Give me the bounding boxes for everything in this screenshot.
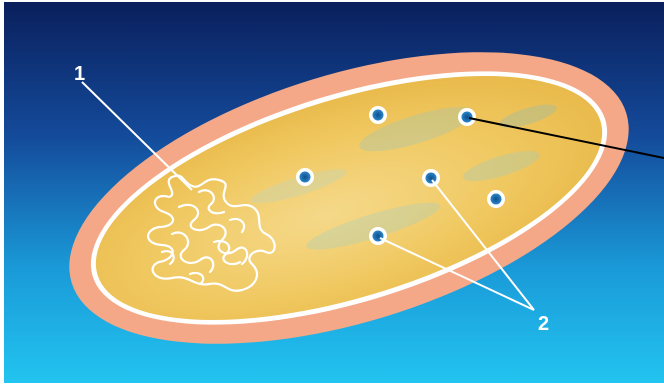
label-2: 2 — [538, 313, 549, 335]
ribosome — [369, 106, 387, 124]
ribosome — [487, 190, 505, 208]
ribosome — [369, 227, 387, 245]
label-1: 1 — [74, 63, 85, 85]
diagram-panel: 1 2 — [4, 2, 664, 383]
ribosome — [422, 169, 440, 187]
ribosome — [458, 108, 476, 126]
bacterial-cell-diagram: 1 2 — [4, 2, 664, 383]
ribosome — [296, 168, 314, 186]
